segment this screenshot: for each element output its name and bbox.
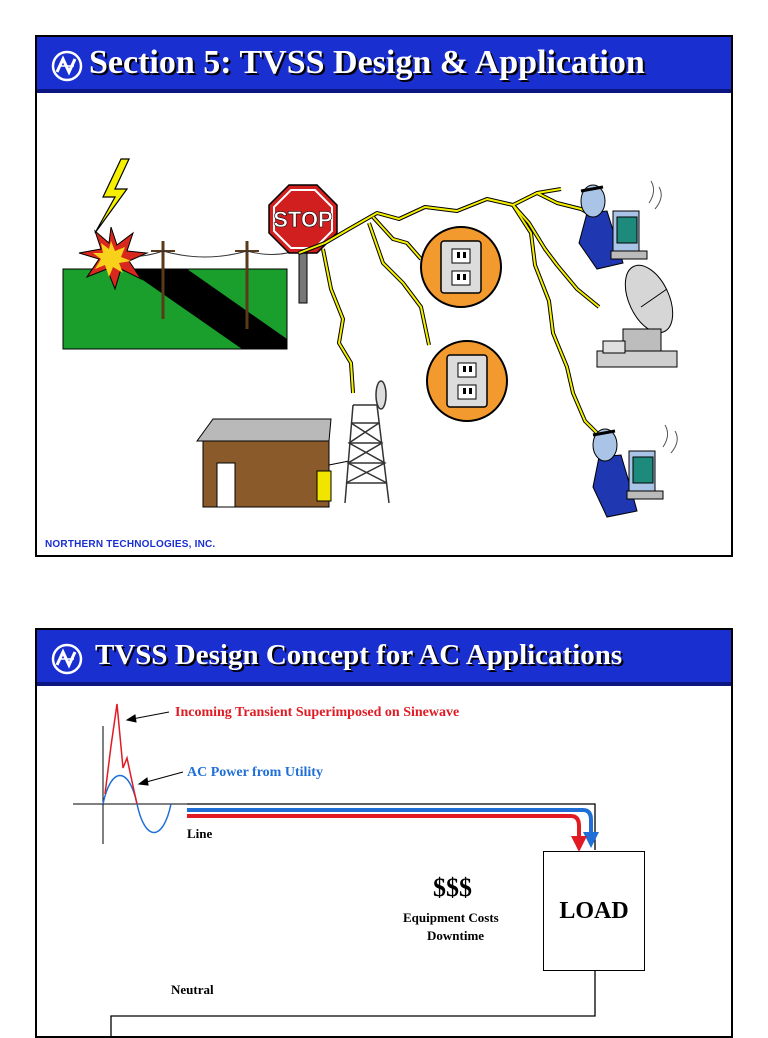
ac-power-label: AC Power from Utility: [187, 765, 323, 780]
slide1-title-bar: Section 5: TVSS Design & Application: [37, 37, 731, 93]
building-icon: [196, 418, 350, 508]
outlet-icon: [426, 340, 508, 422]
load-label: LOAD: [559, 897, 629, 924]
cost-symbol: $$$: [433, 873, 472, 902]
person-at-computer-icon: [578, 180, 662, 270]
stop-sign: STOP: [268, 184, 338, 304]
lightning-bolt-icon: [94, 158, 130, 234]
person-at-computer-icon: [592, 424, 678, 518]
neutral-label: Neutral: [171, 982, 214, 997]
equipment-costs-label: Equipment Costs: [403, 910, 499, 925]
neutral-conductor: [110, 970, 596, 1036]
explosion-icon: [78, 226, 149, 291]
nti-logo-icon: [51, 50, 83, 82]
nti-logo-icon: [51, 643, 83, 675]
slide-tvss-design-concept: TVSS Design Concept for AC Applications …: [35, 628, 733, 1038]
transient-path: [187, 814, 581, 842]
slide1-illustration: STOP: [62, 158, 678, 518]
slide-tvss-design-application: Section 5: TVSS Design & Application S: [35, 35, 733, 557]
transient-label: Incoming Transient Superimposed on Sinew…: [175, 705, 460, 720]
slide2-circuit-diagram: [73, 703, 599, 1036]
radio-tower-icon: [344, 380, 390, 504]
slide2-title-bar: TVSS Design Concept for AC Applications: [37, 630, 731, 686]
field-with-road: [62, 268, 288, 350]
ac-power-path: [187, 808, 593, 838]
stop-sign-text: STOP: [273, 207, 333, 232]
transient-arrowhead: [571, 836, 587, 852]
slide1-title: Section 5: TVSS Design & Application: [89, 44, 645, 81]
label-pointers: [125, 711, 184, 786]
downtime-label: Downtime: [427, 928, 485, 943]
outlet-icon: [420, 226, 502, 308]
satellite-dish-icon: [596, 264, 678, 368]
waveform-axes: [73, 726, 187, 844]
line-label: Line: [187, 826, 213, 841]
transient-spike: [104, 703, 138, 805]
ac-power-arrowhead: [583, 832, 599, 848]
load-box: LOAD: [543, 851, 645, 971]
company-footer: NORTHERN TECHNOLOGIES, INC.: [45, 539, 216, 550]
slide2-title: TVSS Design Concept for AC Applications: [95, 639, 623, 671]
